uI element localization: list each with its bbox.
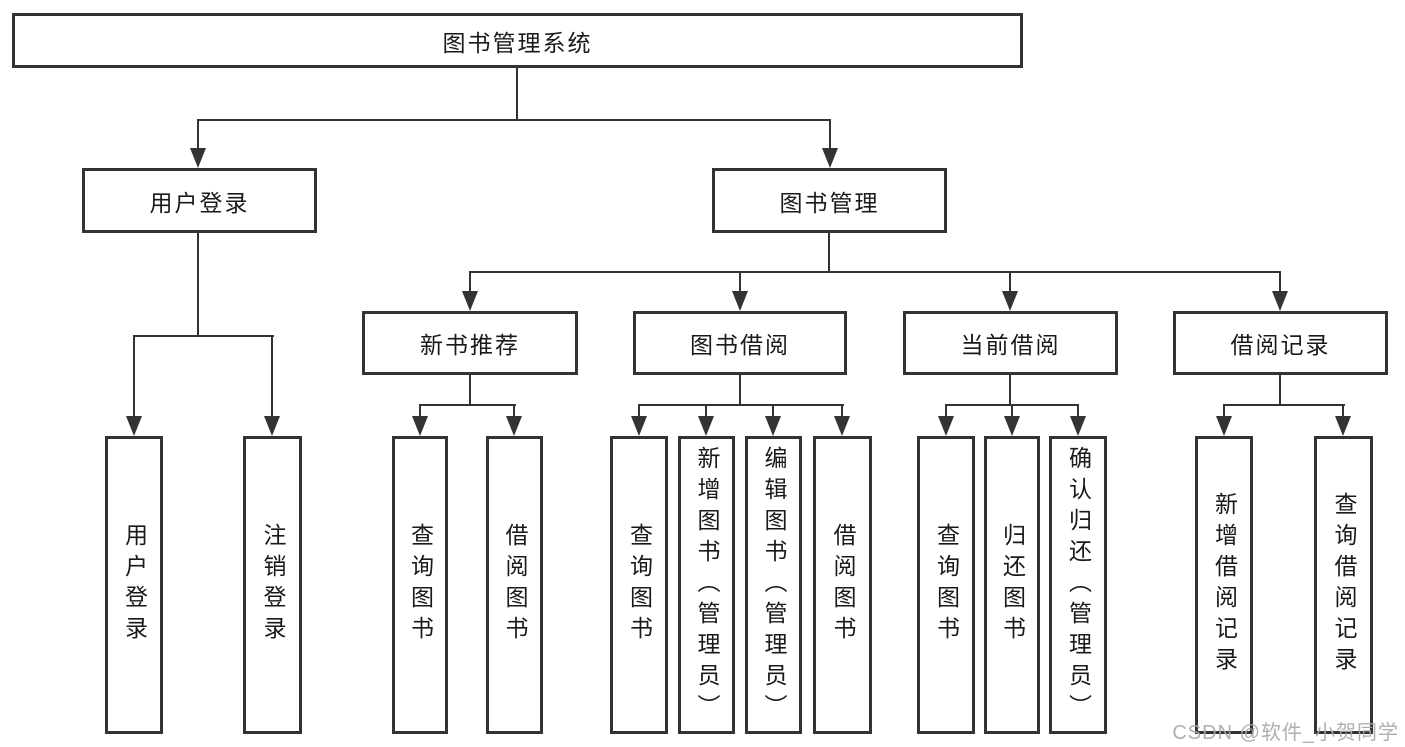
connector-new-rec-down: [469, 375, 471, 406]
connector-user-login-down: [197, 233, 199, 337]
connector-stub-query2: [638, 404, 640, 418]
leaf-borrow-book-2: 借阅图书: [813, 436, 872, 734]
leaf-logout-label: 注销登录: [260, 523, 286, 647]
leaf-confirm-return-label: 确认归还（管理员）: [1065, 445, 1092, 725]
node-book-borrow-label: 图书借阅: [690, 332, 790, 358]
arrowhead-query1: [412, 416, 428, 436]
arrowhead-current: [1002, 291, 1018, 311]
connector-stub-book-mgmt: [829, 119, 831, 150]
arrowhead-borrow2: [834, 416, 850, 436]
leaf-return-book-label: 归还图书: [999, 523, 1026, 647]
leaf-add-book-label: 新增图书（管理员）: [694, 445, 720, 725]
leaf-confirm-return: 确认归还（管理员）: [1049, 436, 1107, 734]
connector-stub-query1: [419, 404, 421, 418]
leaf-borrow-book-1: 借阅图书: [486, 436, 543, 734]
connector-level2-hline: [197, 119, 831, 121]
leaf-query-book-2: 查询图书: [610, 436, 668, 734]
node-borrow-records-label: 借阅记录: [1230, 332, 1331, 358]
leaf-user-login: 用户登录: [105, 436, 163, 734]
leaf-add-book: 新增图书（管理员）: [678, 436, 735, 734]
connector-stub-edit-book: [772, 404, 774, 418]
arrowhead-new-rec: [462, 291, 478, 311]
node-new-book-rec: 新书推荐: [362, 311, 578, 375]
node-root: 图书管理系统: [12, 13, 1023, 68]
arrowhead-leaf-user-login: [126, 416, 142, 436]
leaf-query-book-3: 查询图书: [917, 436, 975, 734]
node-user-login-module-label: 用户登录: [149, 189, 250, 216]
arrowhead-return: [1004, 416, 1020, 436]
node-borrow-records: 借阅记录: [1173, 311, 1388, 375]
leaf-borrow-book-2-label: 借阅图书: [830, 523, 856, 647]
connector-stub-current: [1009, 271, 1011, 293]
arrowhead-query3: [938, 416, 954, 436]
leaf-query-borrow-record: 查询借阅记录: [1314, 436, 1373, 734]
node-user-login-module: 用户登录: [82, 168, 317, 233]
connector-stub-query3: [945, 404, 947, 418]
arrowhead-query-record: [1335, 416, 1351, 436]
connector-stub-new-rec: [469, 271, 471, 293]
connector-stub-borrow: [739, 271, 741, 293]
connector-stub-return: [1011, 404, 1013, 418]
node-book-borrow: 图书借阅: [633, 311, 847, 375]
node-book-mgmt-module: 图书管理: [712, 168, 947, 233]
leaf-add-borrow-record: 新增借阅记录: [1195, 436, 1253, 734]
arrowhead-borrow: [732, 291, 748, 311]
leaf-return-book: 归还图书: [984, 436, 1040, 734]
leaf-user-login-label: 用户登录: [121, 523, 148, 647]
arrowhead-borrow1: [506, 416, 522, 436]
connector-stub-records: [1279, 271, 1281, 293]
connector-stub-user-login: [197, 119, 199, 150]
node-root-label: 图书管理系统: [442, 29, 593, 56]
arrowhead-add-book: [698, 416, 714, 436]
arrowhead-confirm: [1070, 416, 1086, 436]
connector-borrow-down: [739, 375, 741, 406]
leaf-borrow-book-1-label: 借阅图书: [502, 523, 528, 647]
connector-stub-add-record: [1223, 404, 1225, 418]
connector-current-down: [1009, 375, 1011, 406]
leaf-query-book-1: 查询图书: [392, 436, 448, 734]
arrowhead-leaf-logout: [264, 416, 280, 436]
node-book-mgmt-module-label: 图书管理: [779, 189, 880, 216]
connector-borrow-hline: [638, 404, 844, 406]
connector-stub-add-book: [705, 404, 707, 418]
connector-level3-hline: [469, 271, 1281, 273]
leaf-query-book-2-label: 查询图书: [626, 523, 653, 647]
leaf-add-borrow-record-label: 新增借阅记录: [1211, 492, 1238, 678]
connector-stub-query-record: [1342, 404, 1344, 418]
leaf-logout: 注销登录: [243, 436, 302, 734]
connector-stub-borrow2: [841, 404, 843, 418]
connector-records-down: [1279, 375, 1281, 406]
leaf-edit-book-label: 编辑图书（管理员）: [761, 445, 787, 725]
node-current-borrow-label: 当前借阅: [960, 332, 1061, 358]
arrowhead-query2: [631, 416, 647, 436]
leaf-query-book-3-label: 查询图书: [933, 523, 960, 647]
leaf-query-borrow-record-label: 查询借阅记录: [1331, 492, 1357, 678]
connector-stub-confirm: [1077, 404, 1079, 418]
connector-stub-leaf-user-login: [133, 335, 135, 418]
node-current-borrow: 当前借阅: [903, 311, 1118, 375]
connector-root-down: [516, 68, 518, 119]
connector-stub-leaf-logout: [271, 335, 273, 418]
arrowhead-records: [1272, 291, 1288, 311]
leaf-query-book-1-label: 查询图书: [407, 523, 434, 647]
arrowhead-edit-book: [765, 416, 781, 436]
arrowhead-user-login: [190, 148, 206, 168]
csdn-watermark: CSDN @软件_小贺同学: [1172, 722, 1399, 744]
connector-new-rec-hline: [419, 404, 516, 406]
node-new-book-rec-label: 新书推荐: [420, 332, 520, 358]
connector-stub-borrow1: [513, 404, 515, 418]
connector-records-hline: [1223, 404, 1345, 406]
arrowhead-book-mgmt: [822, 148, 838, 168]
leaf-edit-book: 编辑图书（管理员）: [745, 436, 802, 734]
arrowhead-add-record: [1216, 416, 1232, 436]
connector-book-mgmt-down: [828, 233, 830, 273]
connector-user-group-hline: [133, 335, 274, 337]
